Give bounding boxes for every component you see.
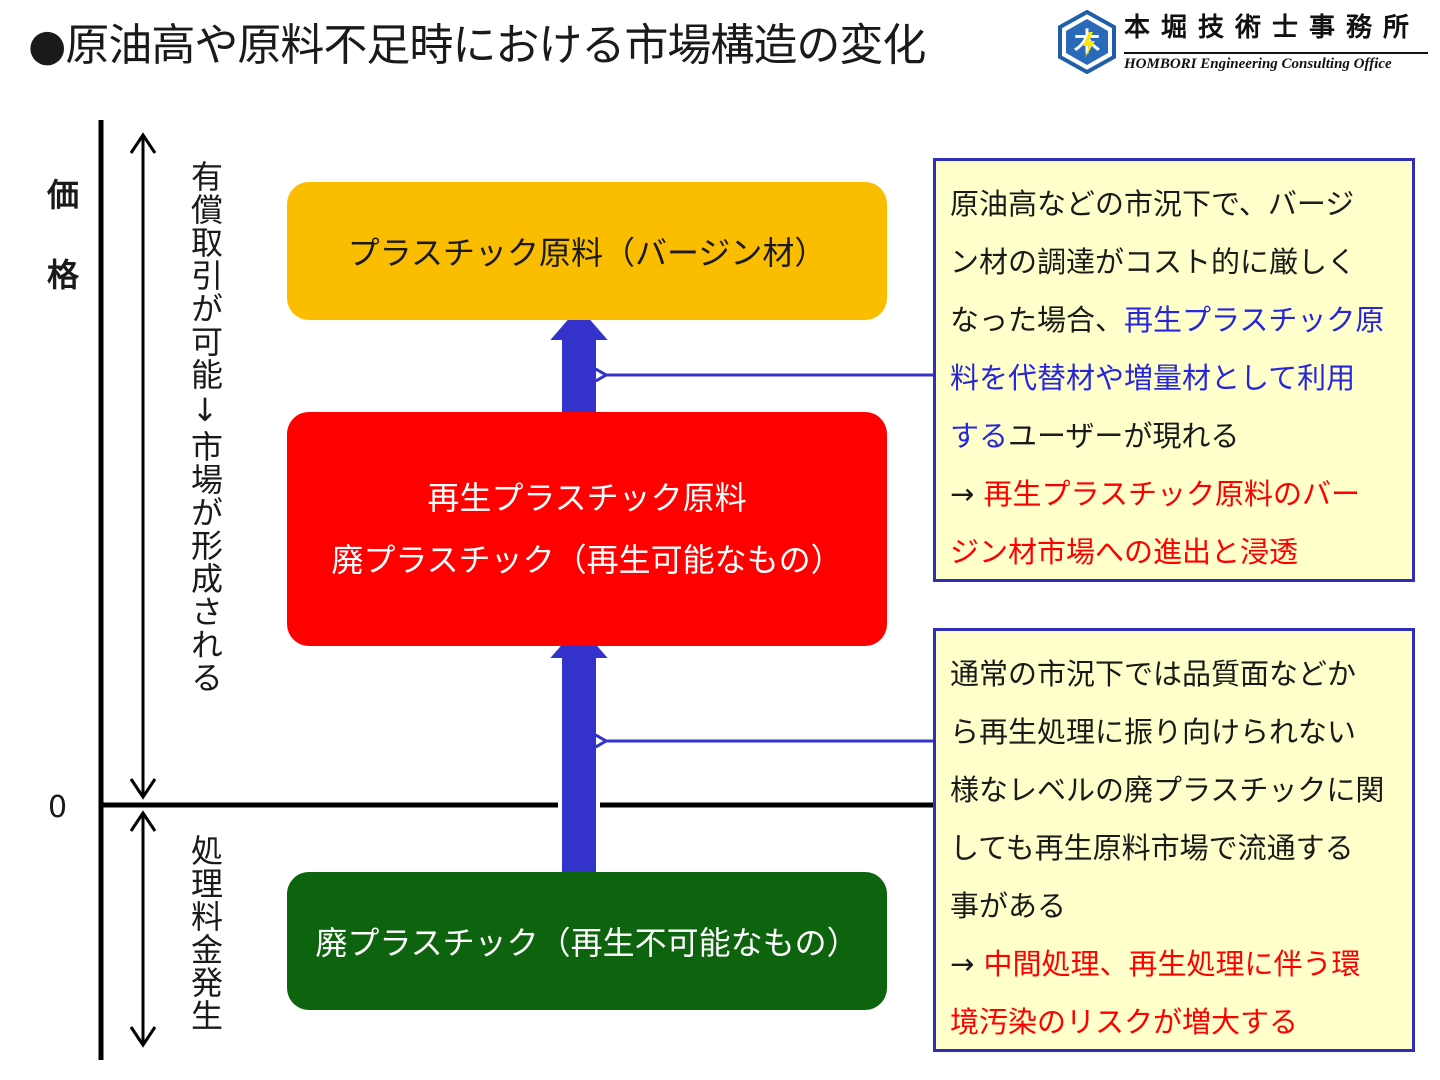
note-text: 通常の市況下では品質面などか: [950, 657, 1357, 691]
note-line: 境汚染のリスクが増大する: [950, 993, 1402, 1051]
zero-label: 0: [48, 790, 68, 825]
lower-range-label: 処理料金発生: [186, 834, 224, 1032]
note-line: なった場合、再生プラスチック原: [950, 291, 1402, 349]
price-axis-label: 価格: [42, 178, 80, 338]
recyclable-waste-label: 廃プラスチック（再生可能なもの）: [331, 541, 843, 579]
company-logo: 木 本堀技術士事務所 HOMBORI Engineering Consultin…: [1058, 8, 1432, 78]
note-text: 様なレベルの廃プラスチックに関: [950, 773, 1385, 807]
note-line: 様なレベルの廃プラスチックに関: [950, 761, 1402, 819]
note-line: 通常の市況下では品質面などか: [950, 645, 1402, 703]
note-text: なった場合、: [950, 303, 1125, 337]
note-line: するユーザーが現れる: [950, 407, 1402, 465]
upper-range-double-arrow: [129, 132, 157, 800]
lower-range-double-arrow: [129, 810, 157, 1048]
note-line: 料を代替材や増量材として利用: [950, 349, 1402, 407]
note-emphasis-red: 境汚染のリスクが増大する: [950, 1005, 1299, 1039]
note-emphasis-blue: する: [950, 419, 1009, 453]
hombori-emblem-icon: 木: [1058, 10, 1116, 74]
note-line: ら再生処理に振り向けられない: [950, 703, 1402, 761]
page-title: ●原油高や原料不足時における市場構造の変化: [28, 20, 926, 71]
note-line: → 再生プラスチック原料のバー: [950, 465, 1402, 523]
note-text: ら再生処理に振り向けられない: [950, 715, 1357, 749]
note-text: しても再生原料市場で流通する: [950, 831, 1354, 865]
note-line: 事がある: [950, 877, 1402, 935]
note-box-normal-market: 通常の市況下では品質面などから再生処理に振り向けられない様なレベルの廃プラスチッ…: [933, 628, 1415, 1052]
logo-name-en: HOMBORI Engineering Consulting Office: [1124, 52, 1428, 73]
non-recyclable-waste-label: 廃プラスチック（再生不可能なもの）: [315, 924, 859, 962]
note-text: →: [950, 477, 984, 511]
note-emphasis-red: 中間処理、再生処理に伴う環: [983, 947, 1361, 981]
upgrade-arrow-lower: [541, 618, 617, 890]
note-emphasis-red: ジン材市場への進出と浸透: [950, 535, 1299, 569]
note-emphasis-blue: 再生プラスチック原: [1124, 303, 1385, 337]
recycled-material-box: 再生プラスチック原料 廃プラスチック（再生可能なもの）: [287, 412, 887, 646]
note-line: 原油高などの市況下で、バージ: [950, 175, 1402, 233]
recycled-material-label: 再生プラスチック原料: [427, 479, 747, 517]
note-text: →: [950, 947, 984, 981]
note-text: ユーザーが現れる: [1008, 419, 1240, 453]
note-text: 原油高などの市況下で、バージ: [950, 187, 1355, 221]
note-emphasis-blue: 料を代替材や増量材として利用: [950, 361, 1356, 395]
note-text: 事がある: [950, 889, 1067, 923]
logo-name-jp: 本堀技術士事務所: [1124, 13, 1421, 43]
virgin-material-box: プラスチック原料（バージン材）: [287, 182, 887, 320]
note-line: ン材の調達がコスト的に厳しく: [950, 233, 1402, 291]
virgin-material-label: プラスチック原料（バージン材）: [347, 234, 827, 272]
note-emphasis-red: 再生プラスチック原料のバー: [983, 477, 1360, 511]
note-line: しても再生原料市場で流通する: [950, 819, 1402, 877]
note-box-crude-oil-high: 原油高などの市況下で、バージン材の調達がコスト的に厳しくなった場合、再生プラスチ…: [933, 158, 1415, 582]
note-line: ジン材市場への進出と浸透: [950, 523, 1402, 581]
upper-range-label: 有償取引が可能↓市場が形成される: [186, 160, 224, 694]
note-line: → 中間処理、再生処理に伴う環: [950, 935, 1402, 993]
non-recyclable-waste-box: 廃プラスチック（再生不可能なもの）: [287, 872, 887, 1010]
note-text: ン材の調達がコスト的に厳しく: [950, 245, 1357, 279]
